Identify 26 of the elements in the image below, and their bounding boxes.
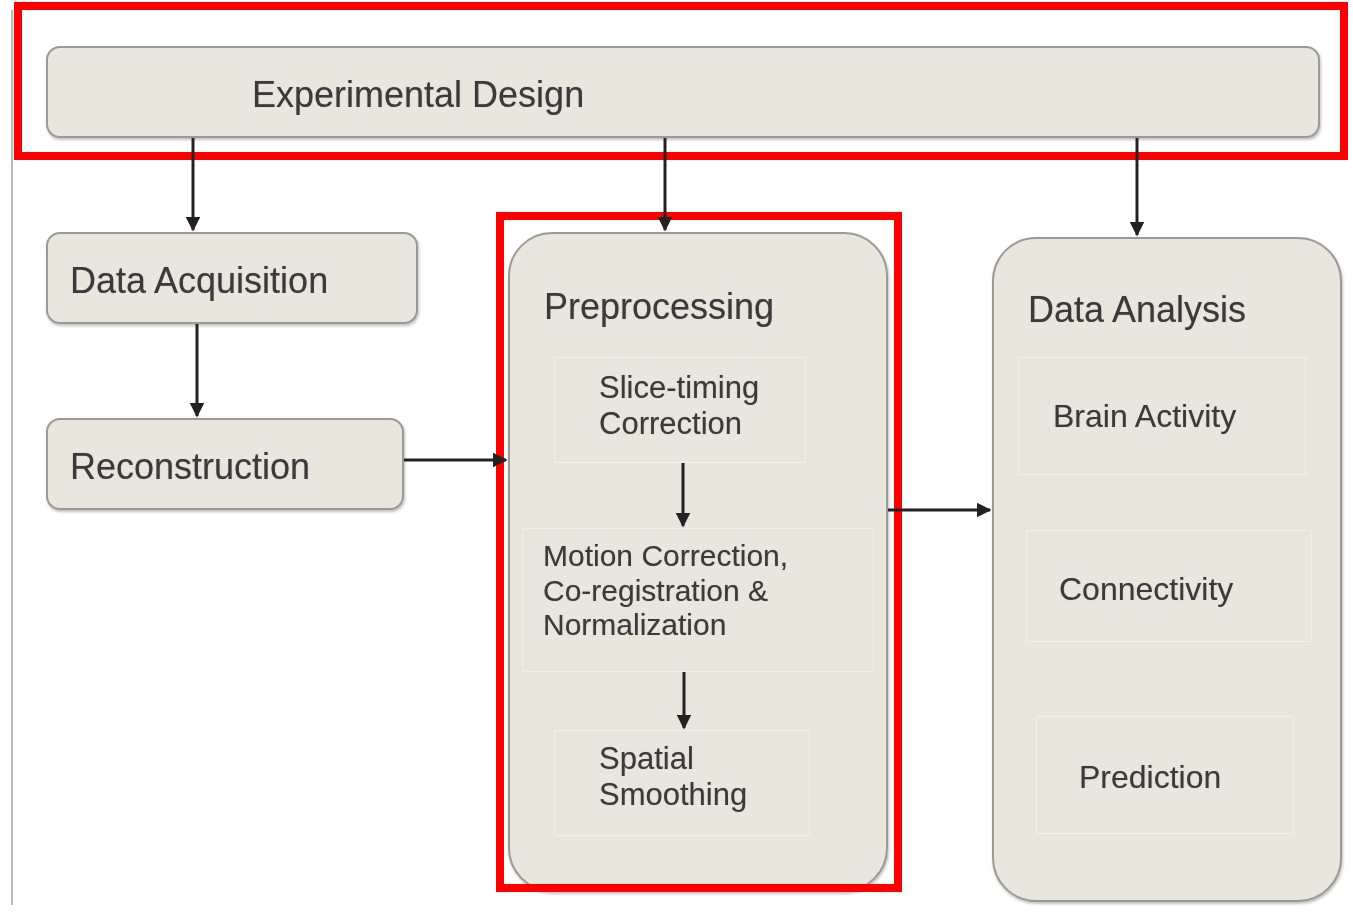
process-box <box>46 46 1320 138</box>
arrow <box>1129 138 1145 237</box>
process-box <box>46 232 418 324</box>
step-box <box>554 357 806 463</box>
step-label: Experimental Design <box>252 74 585 116</box>
step-label: Brain Activity <box>1053 398 1237 435</box>
process-box <box>46 418 404 510</box>
step-label: Reconstruction <box>70 446 311 488</box>
step-label: Slice-timing Correction <box>599 370 761 442</box>
step-label: Motion Correction, Co-registration & Normalization <box>543 539 790 643</box>
arrow <box>189 324 205 418</box>
step-box <box>554 730 810 836</box>
step-label: Spatial Smoothing <box>599 741 749 813</box>
step-label: Data Acquisition <box>70 260 329 302</box>
group-heading: Preprocessing <box>544 286 775 328</box>
group-heading: Data Analysis <box>1028 289 1247 331</box>
step-label: Prediction <box>1079 759 1222 796</box>
arrow <box>676 672 692 730</box>
arrow <box>657 138 673 232</box>
arrow <box>888 502 992 518</box>
arrow <box>404 452 508 468</box>
arrow <box>675 463 691 528</box>
group-panel <box>992 237 1342 902</box>
arrow <box>185 138 201 232</box>
step-label: Connectivity <box>1059 571 1234 608</box>
step-box <box>522 528 874 672</box>
